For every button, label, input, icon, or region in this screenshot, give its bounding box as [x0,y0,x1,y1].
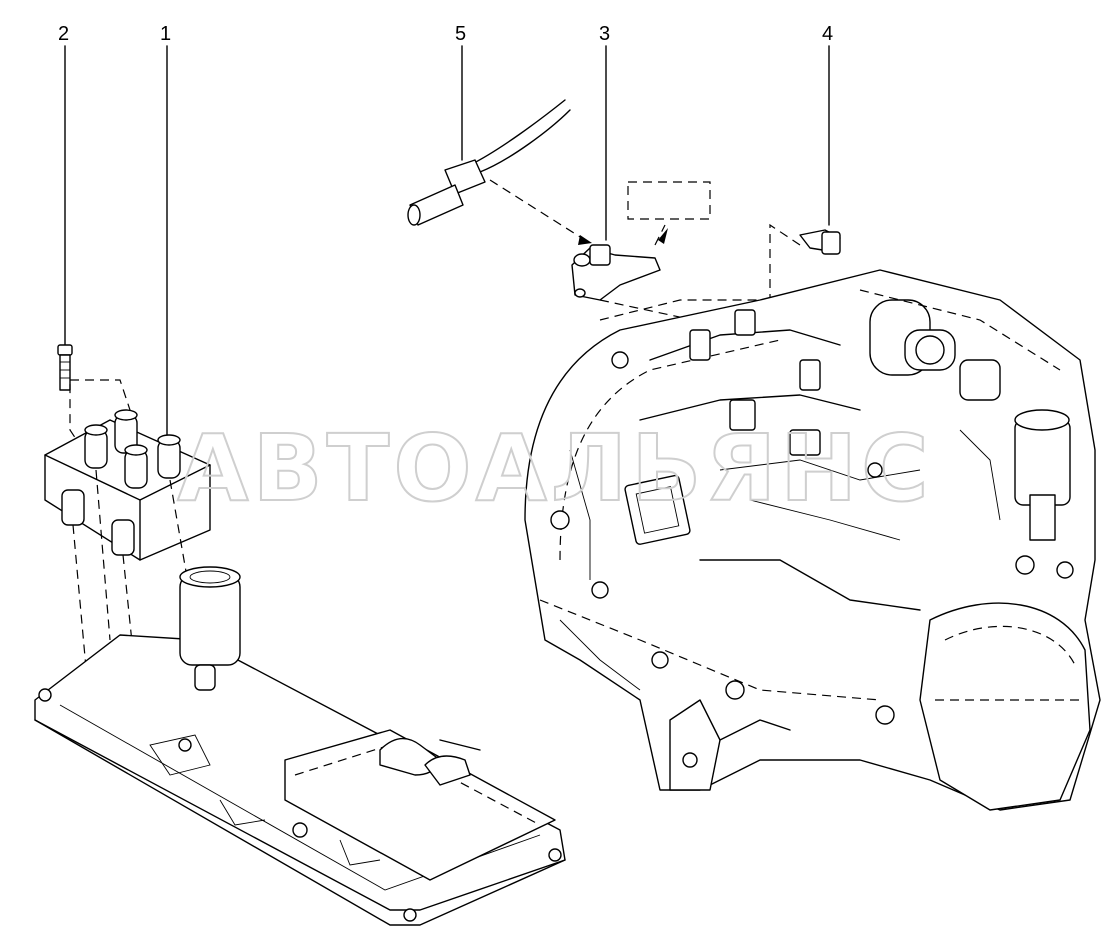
callout-number-2: 2 [58,23,69,45]
speed-sensor-part-5 [407,99,571,226]
guide-line-5 [489,179,586,241]
bolt-part-4 [799,229,841,255]
bracket-part-3 [571,181,711,301]
bolt-part-2 [57,344,73,391]
callout-number-3: 3 [599,23,610,45]
guide-line-4 [769,223,801,345]
callout-number-5: 5 [455,23,466,45]
dashed-reference-box [627,181,711,220]
arrow-head-5 [578,235,592,245]
callout-group: 2 1 5 3 4 [58,23,833,441]
guide-line-3 [599,299,741,331]
solenoid-block-part-1 [44,379,211,561]
callout-number-4: 4 [822,23,833,45]
transmission-housing [524,269,1101,811]
watermark-text: АВТОАЛЬЯНС [177,415,932,522]
valve-body-cover [34,566,566,926]
callout-number-1: 1 [160,23,171,45]
